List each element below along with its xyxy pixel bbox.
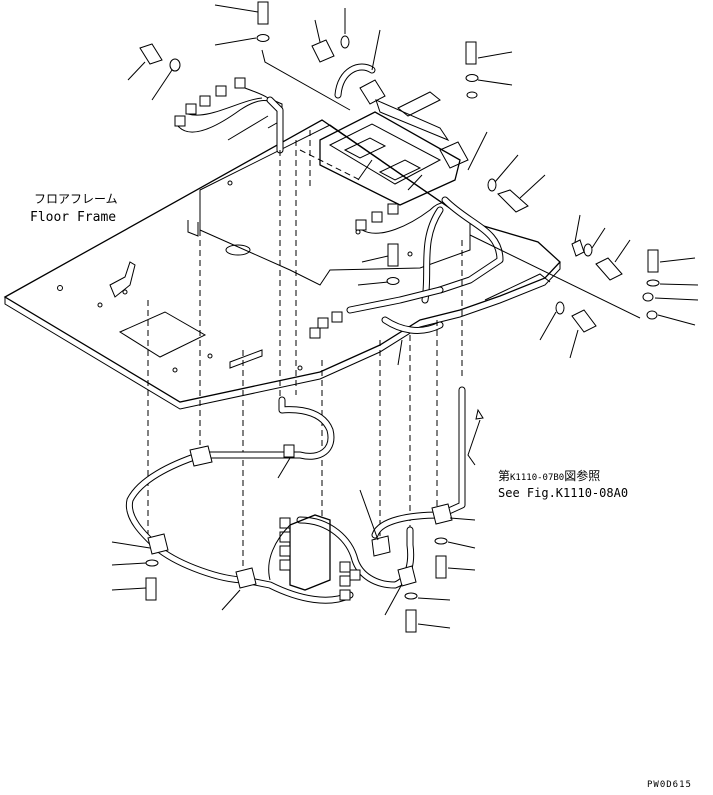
hose-upper	[266, 63, 504, 334]
center-connectors	[309, 202, 461, 339]
upper-left-connectors	[174, 77, 283, 133]
floor-frame-label-en: Floor Frame	[30, 210, 116, 225]
leader-lines	[111, 4, 699, 629]
drawing-code: PW0D615	[647, 780, 692, 790]
reference-label-en: See Fig.K1110-08A0	[498, 486, 628, 500]
lower-connectors	[268, 514, 361, 601]
plate-bracket	[109, 220, 263, 369]
plate-holes	[57, 180, 413, 373]
floor-frame-plate	[3, 119, 561, 410]
reference-label-jp: 第K1110-07B0図参照	[498, 468, 600, 483]
hose-clamps	[147, 444, 453, 589]
bolts-washers	[139, 1, 660, 633]
floor-frame-label-jp: フロアフレーム	[34, 192, 118, 206]
valve-assembly	[319, 79, 469, 206]
hidden-lines	[147, 130, 463, 575]
